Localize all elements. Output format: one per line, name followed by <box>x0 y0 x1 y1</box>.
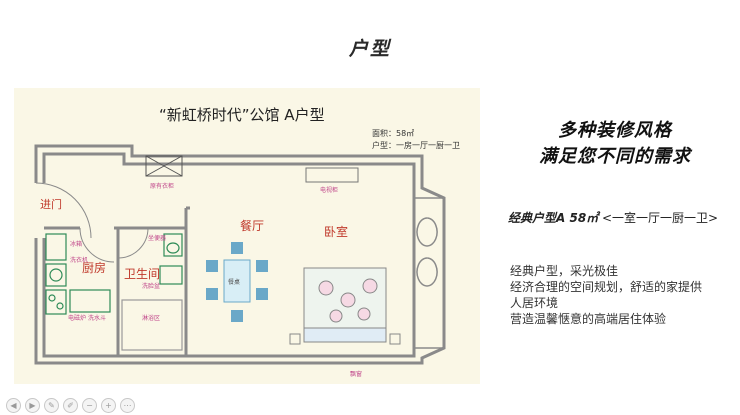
edit-icon[interactable]: ✎ <box>44 398 59 413</box>
desc-line-4: 营造温馨惬意的高端居住体验 <box>510 312 667 326</box>
bathroom-fixtures <box>121 233 183 351</box>
plan-layout: 户型：一房一厅一厨一卫 <box>372 140 460 150</box>
zoom-in-icon[interactable]: + <box>101 398 116 413</box>
label-cabinet: 原有衣柜 <box>150 182 174 190</box>
unit-type-detail: <一室一厅一厨一卫> <box>602 211 719 225</box>
label-sink: 洗水斗 <box>88 314 106 322</box>
bed <box>289 267 401 345</box>
label-tv-cabinet: 电视柜 <box>320 186 338 194</box>
floor-plan-diagram: “新虹桥时代”公馆 A户型 面积：58㎡ 户型：一房一厅一厨一卫 <box>34 106 460 378</box>
plan-area: 面积：58㎡ <box>372 128 414 138</box>
room-label-entrance: 进门 <box>40 197 62 211</box>
kitchen-fixtures <box>45 233 111 315</box>
slogan-line-2: 满足您不同的需求 <box>539 146 691 167</box>
next-icon[interactable]: ▶ <box>25 398 40 413</box>
room-label-bathroom: 卫生间 <box>124 267 160 281</box>
presentation-toolbar: ◀ ▶ ✎ ✐ − + ⋯ <box>6 398 135 413</box>
label-window: 飘窗 <box>350 370 362 378</box>
plan-title: “新虹桥时代”公馆 A户型 <box>159 106 325 124</box>
desc-line-3: 人居环境 <box>510 296 559 310</box>
door-arcs <box>35 182 149 263</box>
wardrobe <box>145 155 183 177</box>
label-shower: 淋浴区 <box>142 314 160 322</box>
label-dining-table: 餐桌 <box>228 278 240 286</box>
room-label-dining: 餐厅 <box>240 218 264 233</box>
pen-icon[interactable]: ✐ <box>63 398 78 413</box>
slogan-line-1: 多种装修风格 <box>558 120 672 141</box>
floor-plan-panel: “新虹桥时代”公馆 A户型 面积：58㎡ 户型：一房一厅一厨一卫 <box>14 88 480 384</box>
unit-type-label: 经典户型A 58㎡ <box>508 211 599 225</box>
label-stove: 电磁炉 <box>68 314 86 322</box>
interior-walls <box>44 206 190 356</box>
room-label-kitchen: 厨房 <box>82 260 106 275</box>
dining-set <box>206 242 268 322</box>
prev-icon[interactable]: ◀ <box>6 398 21 413</box>
unit-type-line: 经典户型A 58㎡ <一室一厅一厨一卫> <box>508 209 718 226</box>
slide-title: 户型 <box>348 38 391 60</box>
desc-line-2: 经济合理的空间规划，舒适的家提供 <box>510 280 703 294</box>
outer-walls <box>34 144 446 365</box>
label-fridge: 冰箱 <box>70 240 82 248</box>
label-basin: 洗脸盆 <box>142 282 160 290</box>
desc-line-1: 经典户型，采光极佳 <box>510 264 619 278</box>
tv-cabinet <box>305 167 359 183</box>
menu-icon[interactable]: ⋯ <box>120 398 135 413</box>
label-toilet: 坐便器 <box>148 234 166 242</box>
zoom-out-icon[interactable]: − <box>82 398 97 413</box>
label-washer: 洗衣机 <box>70 256 88 264</box>
bay-window <box>414 197 444 349</box>
room-label-bedroom: 卧室 <box>324 224 348 239</box>
